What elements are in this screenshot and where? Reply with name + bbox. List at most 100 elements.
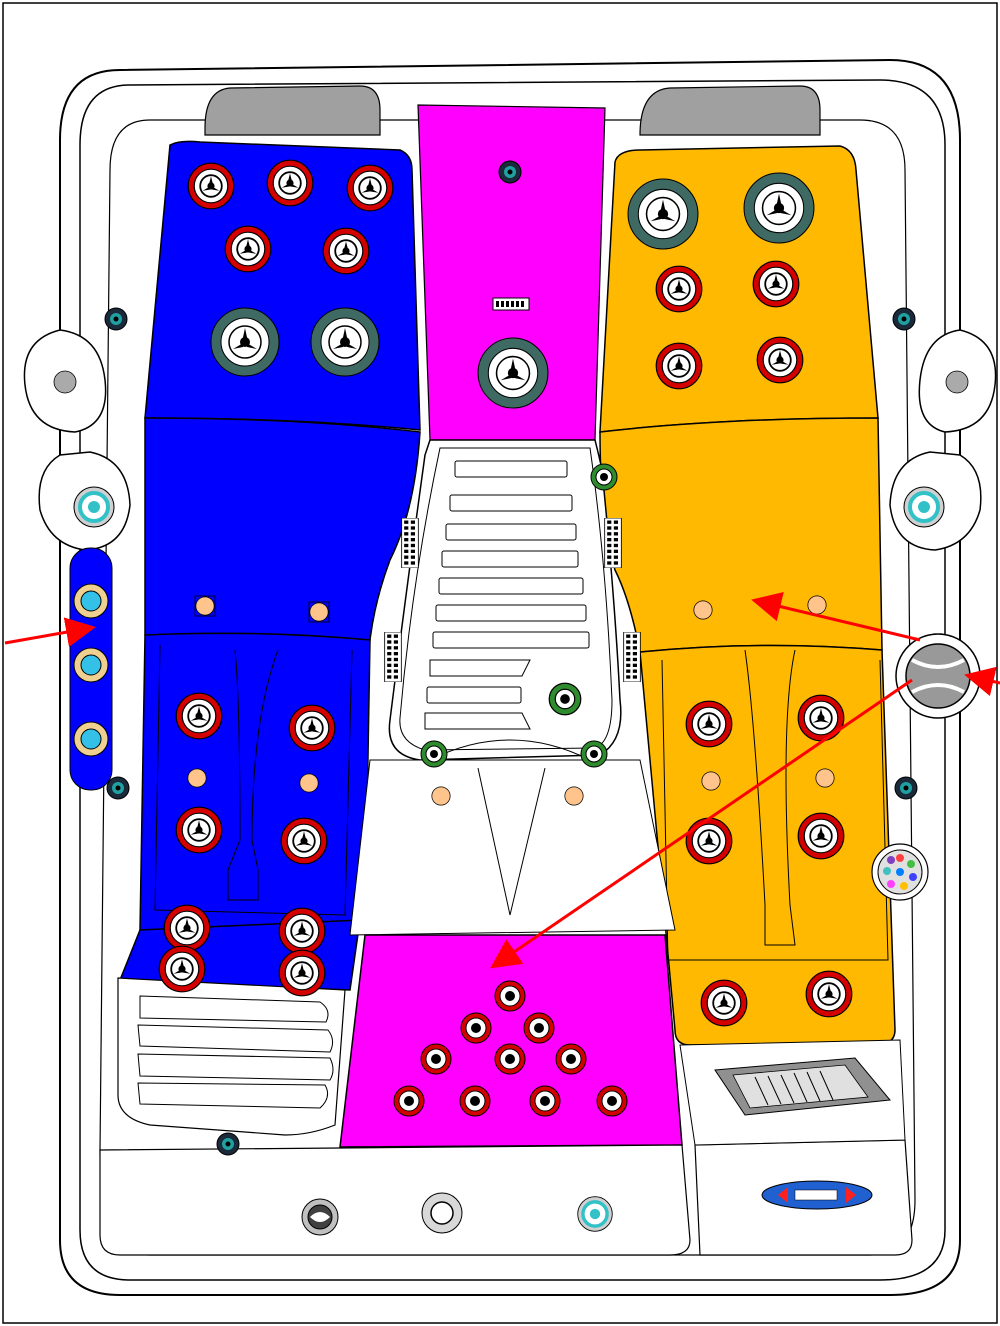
jet-left-foot-4 — [278, 949, 326, 997]
air-jet-1 — [104, 307, 128, 331]
jet-left-foot-2 — [278, 907, 326, 955]
jet-left-1 — [187, 162, 235, 210]
headrest-right — [639, 85, 821, 136]
jet-left-leg-1 — [175, 692, 223, 740]
jet-green-large — [548, 682, 582, 716]
air-grid-1 — [401, 518, 419, 568]
bottom-filter-icon — [576, 1195, 614, 1233]
jet-left-large-2 — [310, 307, 380, 377]
light-10 — [815, 768, 835, 788]
jet-foot-1 — [494, 980, 526, 1012]
jet-right-3 — [655, 342, 703, 390]
skimmer-bars — [754, 1070, 834, 1106]
center-air-grid — [492, 297, 530, 311]
right-leg-divider — [661, 659, 889, 961]
light-9 — [701, 771, 721, 791]
jet-right-2 — [752, 260, 800, 308]
jet-foot-9 — [529, 1085, 561, 1117]
air-grid-4 — [623, 632, 641, 682]
jet-left-2 — [266, 159, 314, 207]
left-filter-icon — [72, 485, 116, 529]
right-leg-groove — [744, 649, 796, 946]
headrest-left — [204, 85, 381, 136]
jet-right-1 — [655, 265, 703, 313]
jet-left-leg-2 — [288, 704, 336, 752]
jet-right-foot-2 — [805, 970, 853, 1018]
jet-foot-4 — [420, 1043, 452, 1075]
arrow-diverter-right-edge — [964, 666, 1000, 697]
left-step-slats — [137, 995, 334, 1109]
jet-left-foot-3 — [158, 945, 206, 993]
jet-green-3 — [580, 740, 608, 768]
left-seat-lower — [139, 632, 371, 931]
jet-right-large-2 — [743, 172, 815, 244]
jet-green-2 — [420, 740, 448, 768]
step-slats — [424, 460, 590, 730]
bottom-fitting-light — [421, 1192, 463, 1234]
jet-right-foot-1 — [700, 979, 748, 1027]
bottom-fitting-dark — [301, 1198, 339, 1236]
jet-right-large-1 — [627, 178, 699, 250]
center-lower-divider — [349, 759, 676, 936]
air-grid-3 — [604, 518, 622, 568]
left-leg-divider — [154, 644, 353, 916]
jet-foot-6 — [555, 1043, 587, 1075]
right-seat-middle — [599, 417, 883, 653]
light-3 — [187, 768, 207, 788]
jet-left-leg-3 — [175, 806, 223, 854]
light-8 — [807, 595, 827, 615]
jet-foot-3 — [523, 1012, 555, 1044]
jet-left-5 — [322, 227, 370, 275]
jet-foot-7 — [393, 1085, 425, 1117]
light-6 — [564, 786, 584, 806]
jet-left-foot-1 — [163, 904, 211, 952]
control-button-right-icon[interactable] — [846, 1187, 856, 1203]
diverter-notch — [911, 658, 965, 669]
light-5 — [431, 786, 451, 806]
jet-right-leg-1 — [685, 700, 733, 748]
jet-right-leg-4 — [797, 812, 845, 860]
jet-foot-8 — [459, 1085, 491, 1117]
jet-left-4 — [224, 225, 272, 273]
jet-right-4 — [756, 336, 804, 384]
jet-right-leg-3 — [685, 817, 733, 865]
air-jet-5 — [216, 1132, 240, 1156]
center-console — [388, 439, 622, 761]
air-grid-2 — [384, 632, 402, 682]
center-v-rib — [477, 767, 546, 916]
left-leg-groove — [227, 649, 279, 901]
tub-inner-rim — [79, 79, 946, 1281]
left-side-fitting — [53, 370, 77, 394]
jet-left-large-1 — [210, 307, 280, 377]
jet-center-large — [477, 337, 549, 409]
footwell — [339, 934, 683, 1148]
diverter-valve-icon — [905, 643, 971, 709]
arrow-left-strip — [4, 617, 96, 647]
air-jet-2 — [892, 307, 916, 331]
light-1 — [195, 596, 215, 616]
diverter-notch-2 — [911, 683, 965, 694]
side-jet-3 — [73, 721, 109, 757]
control-button-left-icon[interactable] — [778, 1187, 788, 1203]
light-cluster-icon — [871, 843, 929, 901]
bottom-bench — [99, 1144, 691, 1256]
jet-foot-2 — [460, 1012, 492, 1044]
side-jet-1 — [73, 583, 109, 619]
light-brackets — [194, 595, 330, 623]
jet-foot-5 — [494, 1043, 526, 1075]
light-4 — [299, 773, 319, 793]
control-panel-display — [794, 1189, 838, 1201]
jet-left-leg-4 — [280, 817, 328, 865]
side-jet-2 — [73, 647, 109, 683]
arrow-to-lounger — [751, 591, 921, 642]
center-v-cap — [429, 739, 591, 761]
air-jet-3 — [106, 776, 130, 800]
air-jet-4 — [894, 776, 918, 800]
jet-foot-10 — [596, 1085, 628, 1117]
jet-green-1 — [590, 463, 618, 491]
right-filter-icon — [902, 485, 946, 529]
jet-left-3 — [346, 164, 394, 212]
center-console-inner — [399, 447, 613, 751]
